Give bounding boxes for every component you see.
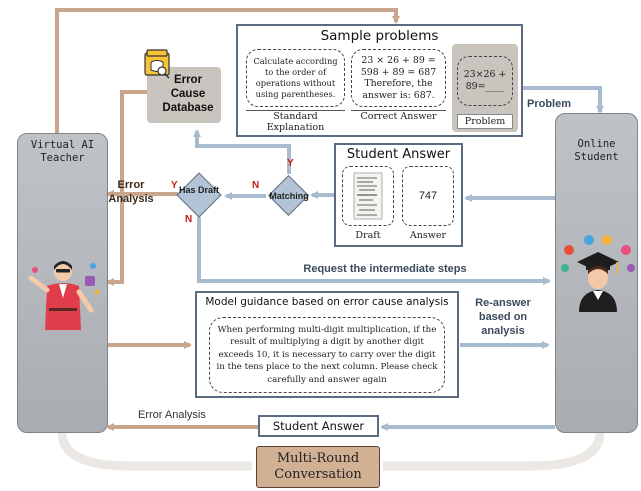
teacher-panel-title: Virtual AI Teacher — [30, 139, 95, 164]
teacher-panel: Virtual AI Teacher — [17, 133, 108, 433]
student-answer-frame: Student Answer Draft 747 Answer — [334, 143, 463, 247]
multi-round-right-arc — [383, 431, 605, 471]
multi-round-conversation: Multi-Round Conversation — [256, 446, 380, 488]
request-steps-label: Request the intermediate steps — [303, 263, 467, 275]
request-steps-arrow — [197, 217, 551, 285]
answer-label: Answer — [409, 230, 447, 241]
correct-answer-divider — [351, 110, 446, 111]
matching-label: Matching — [269, 191, 309, 201]
has-draft-label: Has Draft — [179, 185, 220, 195]
database-label: Error Cause Database — [162, 74, 214, 114]
model-guidance-title: Model guidance based on error cause anal… — [205, 296, 449, 308]
error-analysis-top-label: Error Analysis — [108, 179, 154, 205]
problem-card: 23×26 + 89=____ — [457, 56, 513, 106]
problem-flow-label: Problem — [527, 98, 572, 110]
draft-paper-icon — [353, 172, 383, 220]
model-guidance-frame: Model guidance based on error cause anal… — [195, 291, 459, 398]
matching-yes-tag: Y — [287, 158, 294, 169]
error-cause-database: Error Cause Database — [147, 67, 221, 123]
answer-card: 747 — [402, 166, 454, 226]
student-answer-bottom: Student Answer — [258, 415, 379, 437]
explanation-divider — [246, 110, 345, 111]
teacher-avatar-icon — [28, 261, 100, 330]
multi-round-left-arc — [57, 431, 252, 471]
student-panel-title: Online Student — [574, 138, 619, 163]
teacher-to-problems-arrow — [55, 8, 400, 133]
problem-label: Problem — [457, 114, 513, 129]
matching-to-database-arrow — [193, 129, 291, 174]
correct-answer-card: 23 × 26 + 89 = 598 + 89 = 687 Therefore,… — [351, 49, 446, 107]
explanation-card: Calculate according to the order of oper… — [246, 49, 345, 107]
correct-answer-label: Correct Answer — [360, 111, 437, 122]
sample-problems-frame: Sample problems Calculate according to t… — [236, 24, 523, 137]
model-guidance-text: When performing multi-digit multiplicati… — [209, 317, 445, 393]
draft-label: Draft — [355, 230, 381, 241]
database-to-teacher-arrow — [106, 90, 147, 286]
matching-no-tag: N — [252, 180, 260, 191]
draft-no-tag: N — [185, 214, 193, 225]
draft-card — [342, 166, 394, 226]
database-icon — [144, 49, 170, 79]
sample-problems-title: Sample problems — [320, 28, 439, 44]
student-answer-title: Student Answer — [346, 147, 451, 162]
student-avatar-icon — [561, 235, 635, 312]
reanswer-label: Re-answer based on analysis — [475, 297, 531, 337]
error-analysis-bottom-label: Error Analysis — [138, 409, 206, 421]
student-panel: Online Student — [555, 113, 638, 433]
draft-yes-tag: Y — [171, 180, 178, 191]
explanation-label: Standard Explanation — [266, 111, 325, 133]
problem-to-student-arrow — [522, 86, 604, 114]
